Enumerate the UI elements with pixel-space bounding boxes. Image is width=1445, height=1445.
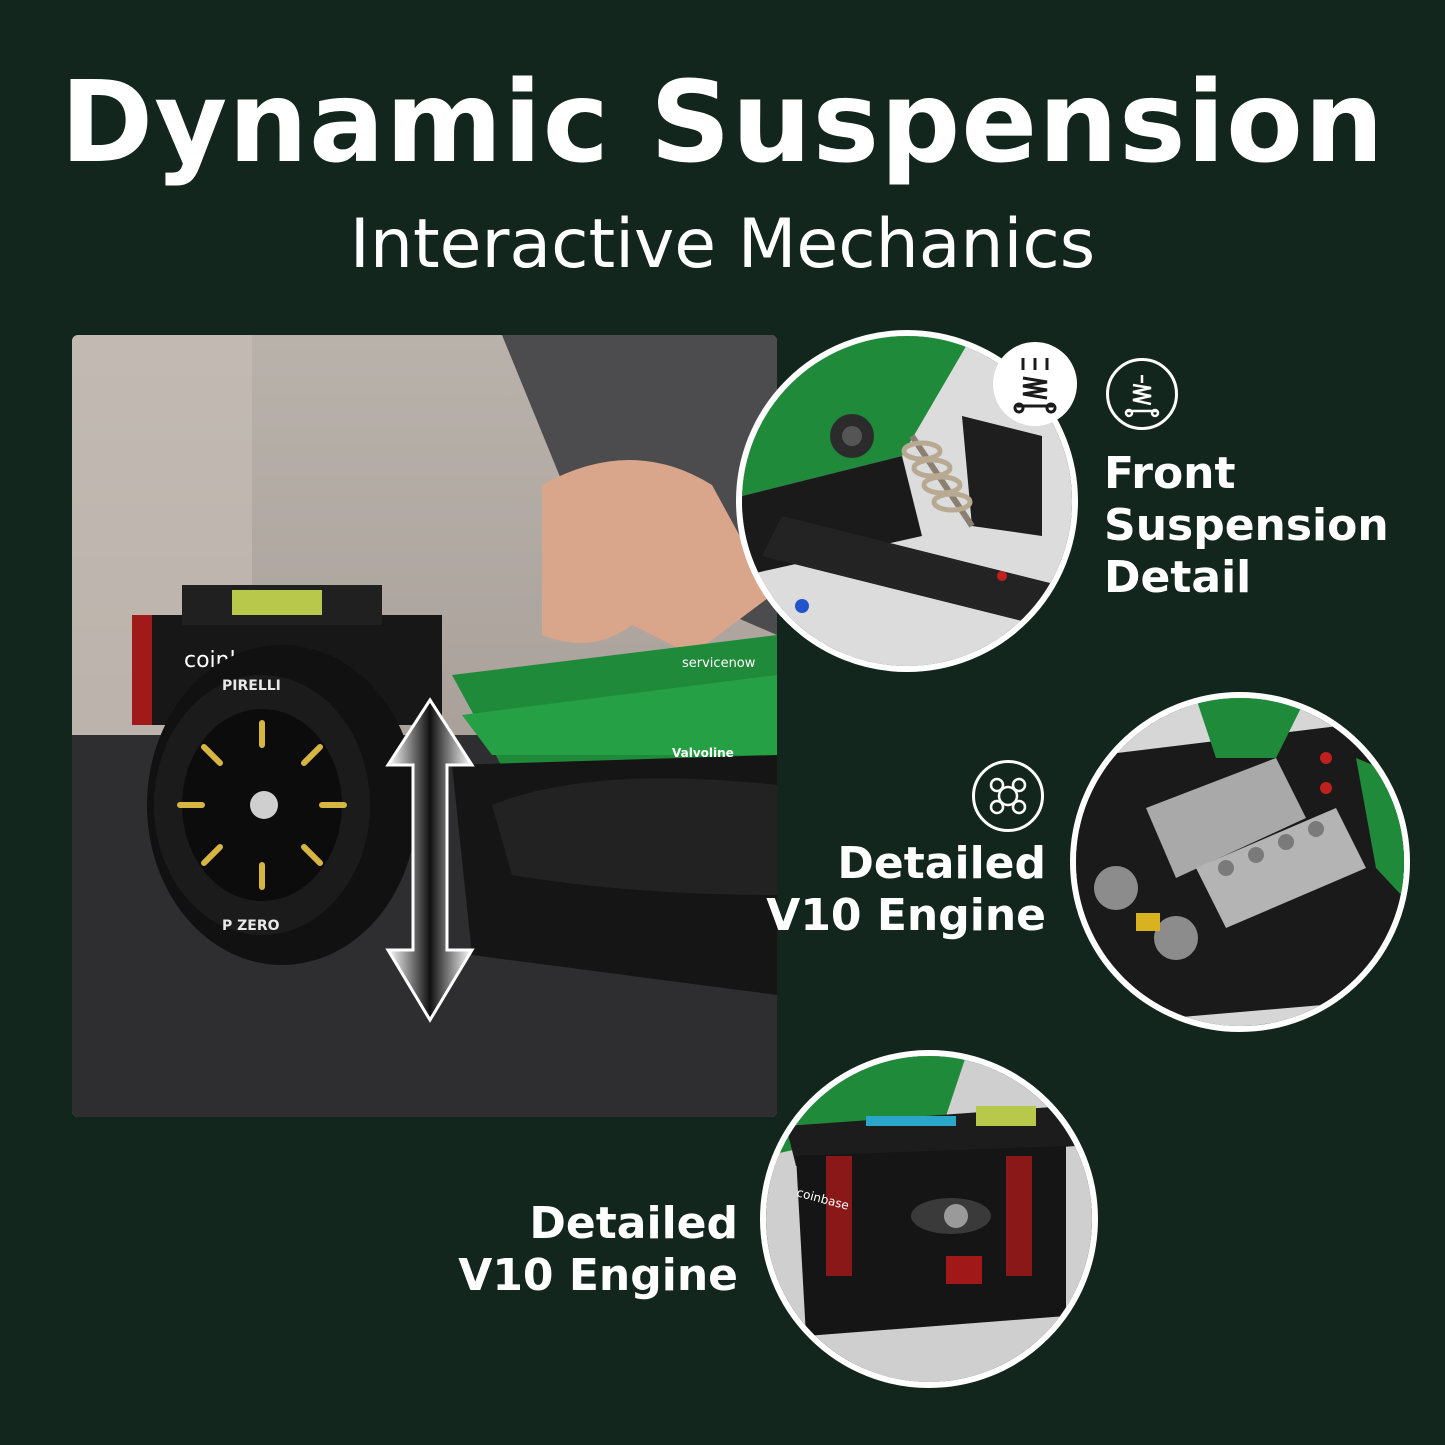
page-subtitle: Interactive Mechanics: [349, 205, 1096, 284]
up-down-arrow-icon: [385, 697, 475, 1023]
suspension-badge: [993, 342, 1077, 426]
feature-label-rear-engine: Detailed V10 Engine: [458, 1198, 738, 1301]
main-product-photo: coinbase servicenow Valvoline PIRELLI P …: [72, 335, 777, 1117]
sponsor-valvoline: Valvoline: [672, 746, 734, 760]
sponsor-servicenow: servicenow: [682, 656, 756, 671]
tyre-brand: PIRELLI: [222, 678, 281, 694]
engine-top-photo: [1070, 692, 1410, 1032]
engine-rear-photo: coinbase: [760, 1050, 1098, 1388]
engine-icon: [972, 760, 1044, 832]
front-suspension-photo: [736, 330, 1078, 672]
feature-label-engine: Detailed V10 Engine: [766, 838, 1046, 941]
suspension-spring-icon: [1106, 358, 1178, 430]
page-title: Dynamic Suspension: [60, 58, 1385, 188]
tyre-text: P ZERO: [222, 918, 280, 934]
feature-label-front-suspension: Front Suspension Detail: [1104, 448, 1389, 603]
